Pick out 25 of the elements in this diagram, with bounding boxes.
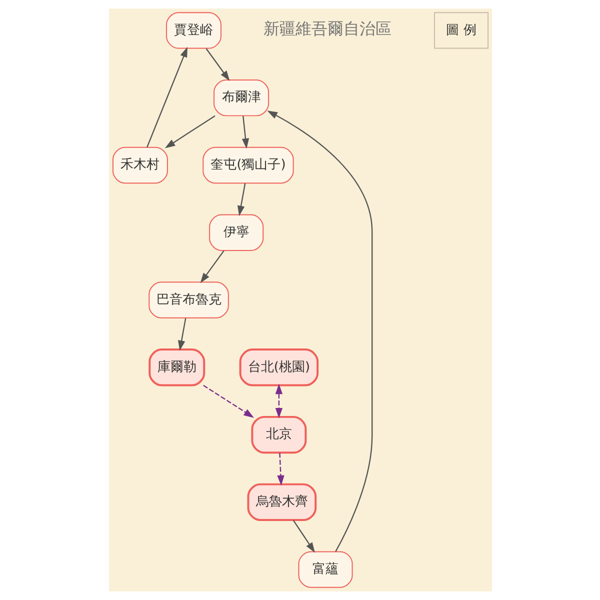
node-box: 奎屯(獨山子) (202, 146, 294, 184)
arrow (146, 46, 188, 148)
arrow (292, 520, 314, 553)
node-box: 庫爾勒 (148, 348, 205, 386)
arrow (205, 48, 230, 82)
node-box: 台北(桃園) (238, 348, 318, 386)
arrow (200, 250, 224, 284)
arrow (164, 115, 215, 148)
node-box: 巴音布魯克 (148, 282, 228, 318)
arrow (236, 183, 246, 216)
label: 新疆維吾爾自治區 (263, 19, 392, 38)
label: 圖 例 (446, 22, 476, 38)
node-box: 賈登峪 (165, 12, 221, 49)
node-box: 布爾津 (213, 80, 269, 116)
node-box: 北京 (250, 416, 306, 454)
arrow (178, 318, 186, 351)
node-box: 烏魯木齊 (246, 483, 316, 521)
node-box: 伊寧 (208, 214, 264, 251)
arrow (276, 452, 284, 486)
arrow (274, 384, 282, 418)
arrow (202, 384, 254, 418)
arrow (241, 116, 249, 149)
node-box: 禾木村 (112, 146, 168, 184)
node-box: 富蘊 (298, 551, 352, 588)
arrow (266, 110, 372, 552)
